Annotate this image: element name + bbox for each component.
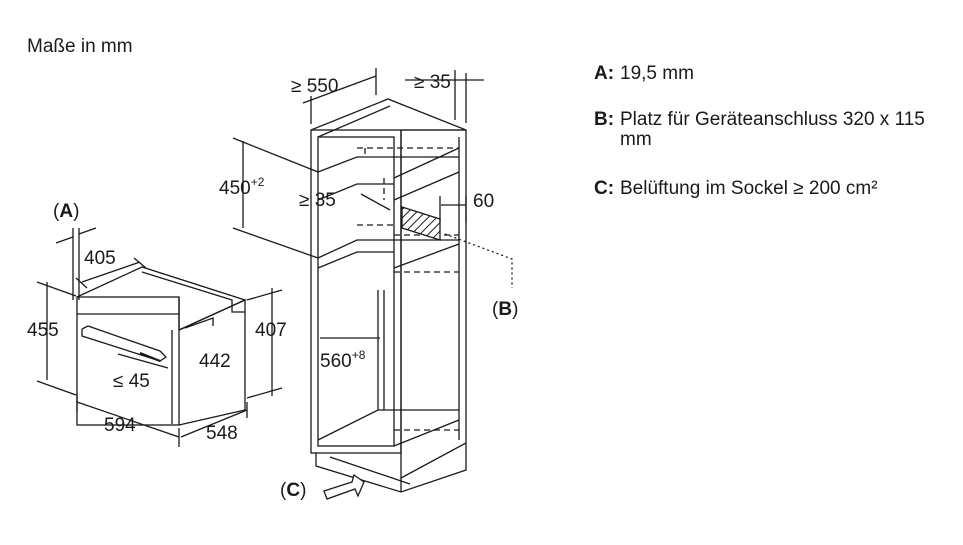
legend-item-a: A:19,5 mm	[594, 64, 954, 84]
label-407: 407	[255, 320, 287, 341]
legend-key-b: B:	[594, 109, 615, 130]
label-c: (C)	[280, 480, 306, 501]
legend-key-a: A:	[594, 63, 615, 84]
oven-side	[178, 298, 246, 426]
label-b: (B)	[492, 299, 518, 320]
cabinet-front	[310, 129, 402, 454]
label-405: 405	[84, 248, 116, 269]
oven-top	[76, 266, 247, 331]
legend-text-c: Belüftung im Sockel ≥ 200 cm²	[620, 178, 878, 199]
label-min-35-inner: ≥ 35	[299, 190, 336, 211]
label-560: 560+8	[320, 348, 366, 372]
legend-text-b: Platz für Geräteanschluss 320 x 115 mm	[620, 109, 925, 150]
cabinet-drawing	[310, 98, 467, 500]
cabinet-side	[400, 129, 467, 480]
label-594: 594	[104, 415, 136, 436]
oven-front	[76, 296, 180, 426]
legend-text-a: 19,5 mm	[620, 63, 694, 84]
label-450: 450+2	[219, 175, 265, 199]
diagram-title: Maße in mm	[27, 36, 133, 57]
oven-drawing	[76, 266, 247, 426]
label-60: 60	[473, 191, 494, 212]
cabinet-dimensions	[232, 68, 513, 339]
legend-item-b: B:Platz für Geräteanschluss 320 x 115 mm	[594, 110, 954, 150]
label-min-550: ≥ 550	[291, 76, 338, 97]
label-min-35-top: ≥ 35	[414, 72, 451, 93]
legend-item-c: C:Belüftung im Sockel ≥ 200 cm²	[594, 179, 954, 199]
oven-handle	[81, 325, 168, 362]
cabinet-top	[310, 98, 467, 131]
label-455: 455	[27, 320, 59, 341]
label-a: (A)	[53, 201, 79, 222]
connection-area	[401, 206, 441, 241]
legend-key-c: C:	[594, 178, 615, 199]
label-max-45: ≤ 45	[113, 371, 150, 392]
ventilation-arrow	[323, 473, 365, 500]
label-548: 548	[206, 423, 238, 444]
oven-dimensions	[36, 227, 283, 447]
label-442: 442	[199, 351, 231, 372]
